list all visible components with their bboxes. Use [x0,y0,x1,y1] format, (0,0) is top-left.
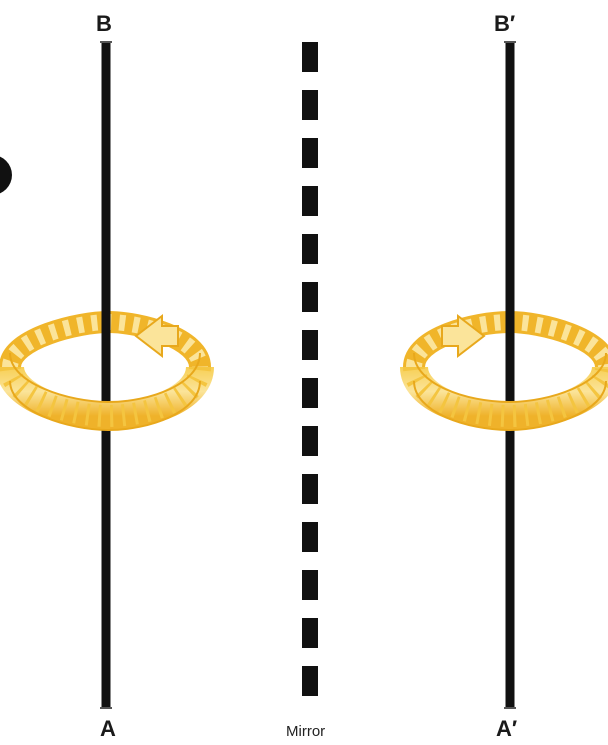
label-b-prime: B′ [494,13,515,35]
left-rod-group [10,42,200,708]
label-b: B [96,13,112,35]
right-rod-group [414,42,606,708]
label-a-prime: A′ [496,718,517,740]
label-mirror: Mirror [286,724,325,739]
cut-off-circle [0,155,12,195]
label-a: A [100,718,116,740]
